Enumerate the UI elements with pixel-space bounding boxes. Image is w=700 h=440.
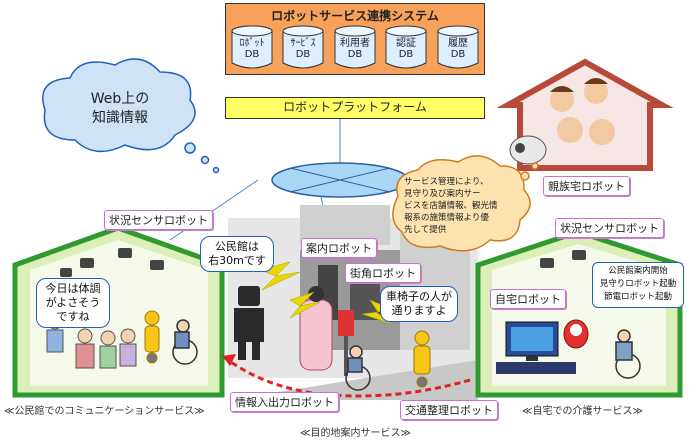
service-db: ｻｰﾋﾞｽ DB (281, 25, 325, 69)
system-title: ロボットサービス連携システム (226, 7, 484, 24)
street-robot-label: 街角ロボット (345, 263, 421, 283)
db-suffix: DB (436, 49, 480, 60)
speech-home-notice: 公民館案内開始 見守りロボット起動 節電ロボット起動 (592, 262, 684, 308)
robot-service-system: ロボットサービス連携システム ﾛﾎﾞｯﾄ DB ｻｰﾋﾞｽ DB 利用者 DB … (225, 3, 485, 75)
service-line: 報系の施策情報より優 (404, 212, 522, 224)
auth-db: 認証 DB (384, 25, 428, 69)
db-name: 履歴 (436, 34, 480, 49)
db-suffix: DB (384, 49, 428, 60)
speech-line: がよさそう (37, 296, 109, 310)
db-suffix: DB (230, 49, 274, 60)
speech-line: 通りますよ (381, 304, 457, 318)
speech-line: 車椅子の人が (381, 290, 457, 304)
sheep-robot (510, 136, 546, 164)
service-cloud-text: サービス管理により、 見守り及び案内サー ビスを店舗情報、観光情 報系の施策情報… (404, 176, 522, 236)
db-suffix: DB (281, 49, 325, 60)
speech-hall-direction: 公民館は 右30mです (200, 236, 274, 272)
db-name: ｻｰﾋﾞｽ (281, 34, 325, 49)
service-line: ビスを店舗情報、観光情 (404, 200, 522, 212)
guide-robot-label: 案内ロボット (301, 238, 377, 258)
speech-line: 公民館は (201, 240, 273, 254)
sensor-robot-label-left: 状況センサロボット (104, 210, 213, 230)
history-db: 履歴 DB (436, 25, 480, 69)
db-name: 認証 (384, 34, 428, 49)
service-line: 見守り及び案内サー (404, 188, 522, 200)
db-suffix: DB (333, 49, 377, 60)
robot-db: ﾛﾎﾞｯﾄ DB (230, 25, 274, 69)
speech-line: 見守りロボット起動 (593, 278, 683, 291)
speech-wheelchair-warning: 車椅子の人が 通りますよ (380, 286, 458, 322)
speech-health: 今日は体調 がよさそう ですね (36, 278, 110, 328)
user-db: 利用者 DB (333, 25, 377, 69)
speech-line: 節電ロボット起動 (593, 291, 683, 304)
home-robot-doll (564, 320, 588, 348)
robot-platform: ロボットプラットフォーム (225, 97, 485, 119)
knowledge-line-1: Web上の (70, 90, 170, 109)
speech-line: ですね (37, 310, 109, 324)
service-line: 先して提供 (404, 224, 522, 236)
traffic-robot-label: 交通整理ロボット (400, 400, 498, 420)
sensor-robot-label-right: 状況センサロボット (555, 218, 664, 238)
io-robot-label: 情報入出力ロボット (230, 392, 339, 412)
caption-community: ≪公民館でのコミュニケーションサービス≫ (4, 402, 205, 417)
knowledge-cloud-text: Web上の 知識情報 (70, 90, 170, 128)
speech-line: 右30mです (201, 254, 273, 268)
speech-line: 公民館案内開始 (593, 265, 683, 278)
caption-care: ≪自宅での介護サービス≫ (522, 402, 643, 417)
knowledge-line-2: 知識情報 (70, 109, 170, 128)
home-robot-label: 自宅ロボット (490, 289, 566, 309)
speech-line: 今日は体調 (37, 282, 109, 296)
family-robot-label: 親族宅ロボット (543, 176, 630, 196)
caption-guide: ≪目的地案内サービス≫ (300, 424, 411, 439)
service-line: サービス管理により、 (404, 176, 522, 188)
db-name: 利用者 (333, 34, 377, 49)
db-name: ﾛﾎﾞｯﾄ (230, 34, 274, 49)
